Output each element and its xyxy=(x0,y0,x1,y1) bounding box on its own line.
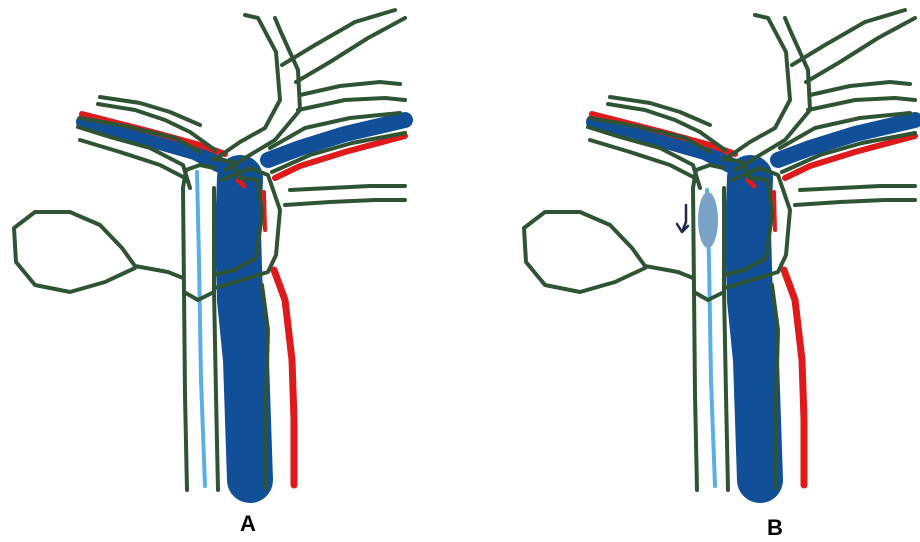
panel-a-diagram xyxy=(0,0,460,542)
outline-right-branch-2 xyxy=(296,18,405,82)
panel-label-a: A xyxy=(240,511,256,537)
artery-short-segment xyxy=(774,192,775,230)
duct-obstruction xyxy=(698,192,718,248)
outline-right-mid-1 xyxy=(300,82,400,95)
panel-b: B xyxy=(510,0,920,542)
outline-left-duct-wall xyxy=(693,188,697,490)
outline-gallbladder xyxy=(524,212,693,292)
panel-b-diagram xyxy=(510,0,920,542)
portal-vein-trunk xyxy=(748,178,760,480)
outline-right-mid-1 xyxy=(810,82,910,95)
outline-right-mid-2 xyxy=(298,98,405,110)
artery-trunk xyxy=(784,270,804,485)
outline-right-lower-2 xyxy=(290,186,405,190)
outline-central-upper xyxy=(724,15,790,160)
duct-line xyxy=(197,172,205,486)
artery-short-segment xyxy=(264,192,265,230)
outline-right-lower-3 xyxy=(285,200,405,205)
outline-right-lower-3 xyxy=(795,200,915,205)
outline-left-duct-wall xyxy=(183,188,187,490)
outline-right-mid-2 xyxy=(808,98,915,110)
arrow-indicator xyxy=(677,205,688,232)
panel-label-b: B xyxy=(767,515,783,541)
artery-trunk xyxy=(274,270,294,485)
outline-central-upper xyxy=(214,15,280,160)
panel-a: A xyxy=(0,0,460,542)
outline-gallbladder xyxy=(14,212,183,292)
outline-right-lower-2 xyxy=(800,186,915,190)
outline-right-branch-2 xyxy=(806,18,915,82)
portal-vein-trunk xyxy=(238,178,250,480)
